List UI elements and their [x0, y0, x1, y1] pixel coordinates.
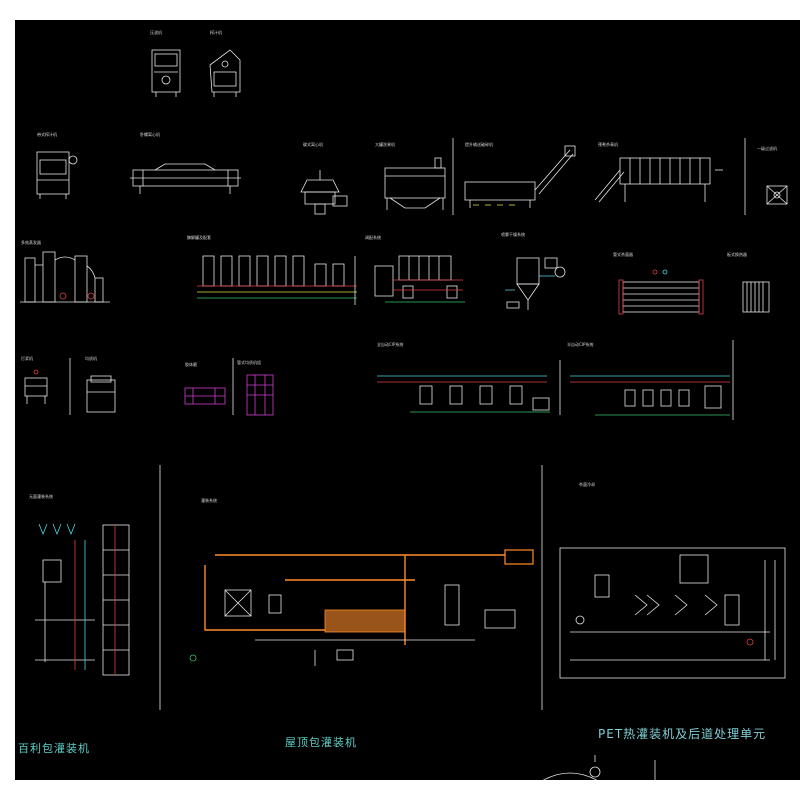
equipment-label: 卧螺离心机	[140, 132, 160, 137]
caption-gable-top-filling: 屋顶包灌装机	[285, 736, 357, 749]
equipment-label: 提升输送破碎机	[465, 142, 493, 147]
equipment-label: 一级过滤机	[757, 146, 777, 151]
blending-system-icon	[374, 255, 465, 303]
gable-top-filling-system-icon	[189, 549, 534, 666]
tube-sterilizer-icon	[618, 269, 704, 315]
equipment-label: 无菌灌装系统	[29, 494, 53, 499]
equipment-label: 全自动CIP系统	[377, 342, 404, 347]
caption-brick-filling: 百利包灌装机	[18, 742, 90, 755]
equipment-label: 打浆机	[21, 356, 33, 361]
equipment-label: 碟式离心机	[303, 142, 323, 147]
filter-press-icon	[151, 49, 181, 97]
tube-homogenizer-unit-icon	[246, 374, 274, 416]
equipment-label: 调配系统	[365, 235, 381, 240]
disc-centrifuge-icon	[300, 170, 348, 215]
equipment-label: 半自动CIP系统	[567, 342, 594, 347]
equipment-label: 胶体磨	[185, 362, 197, 367]
equipment-label: 多效蒸发器	[21, 240, 41, 245]
equipment-label: 杀菌冷却	[579, 482, 595, 487]
enzyme-tanks-icon	[197, 255, 357, 305]
belt-press-icon	[36, 151, 78, 199]
cad-drawing-canvas: 压滤机 榨汁机 带式榨汁机 卧螺离心机 碟式离心机 大罐洗果机 提升输送破碎机 …	[15, 20, 800, 780]
washing-machine-icon	[384, 157, 446, 210]
multi-effect-evaporator-icon	[20, 251, 110, 303]
equipment-label: 带式榨汁机	[37, 132, 57, 137]
juicer-icon	[209, 49, 241, 97]
caption-pet-hot-filling: PET热灌装机及后道处理单元	[598, 727, 767, 741]
equipment-label: 板式换热器	[727, 252, 747, 257]
equipment-label: 均质机	[85, 356, 97, 361]
auto-cip-system-icon	[377, 360, 561, 415]
aseptic-filling-system-icon	[35, 523, 130, 676]
equipment-label: 大罐洗果机	[375, 142, 395, 147]
equipment-label: 管式杀菌器	[613, 252, 633, 257]
blancher-icon	[594, 157, 723, 203]
plate-heat-exchanger-icon	[742, 281, 770, 313]
elevator-crusher-icon	[464, 145, 576, 208]
sterilization-cooling-unit-icon	[559, 547, 786, 679]
equipment-label: 喷雾干燥系统	[501, 232, 525, 237]
equipment-label: 灌装系统	[201, 498, 217, 503]
semi-auto-cip-system-icon	[570, 340, 734, 420]
homogenizer-icon	[86, 375, 116, 413]
equipment-label: 酶解罐及配套	[187, 235, 211, 240]
equipment-label: 预煮杀青机	[598, 142, 618, 147]
primary-filter-icon	[766, 185, 788, 205]
pulper-icon	[24, 369, 48, 404]
decanter-centrifuge-icon	[130, 163, 241, 194]
equipment-label: 榨汁机	[210, 30, 222, 35]
equipment-layout-drawing	[20, 49, 788, 780]
equipment-label: 管式均质机组	[237, 360, 261, 365]
colloid-mill-icon	[184, 387, 226, 405]
equipment-label: 压滤机	[150, 30, 162, 35]
spray-dryer-icon	[505, 257, 566, 310]
